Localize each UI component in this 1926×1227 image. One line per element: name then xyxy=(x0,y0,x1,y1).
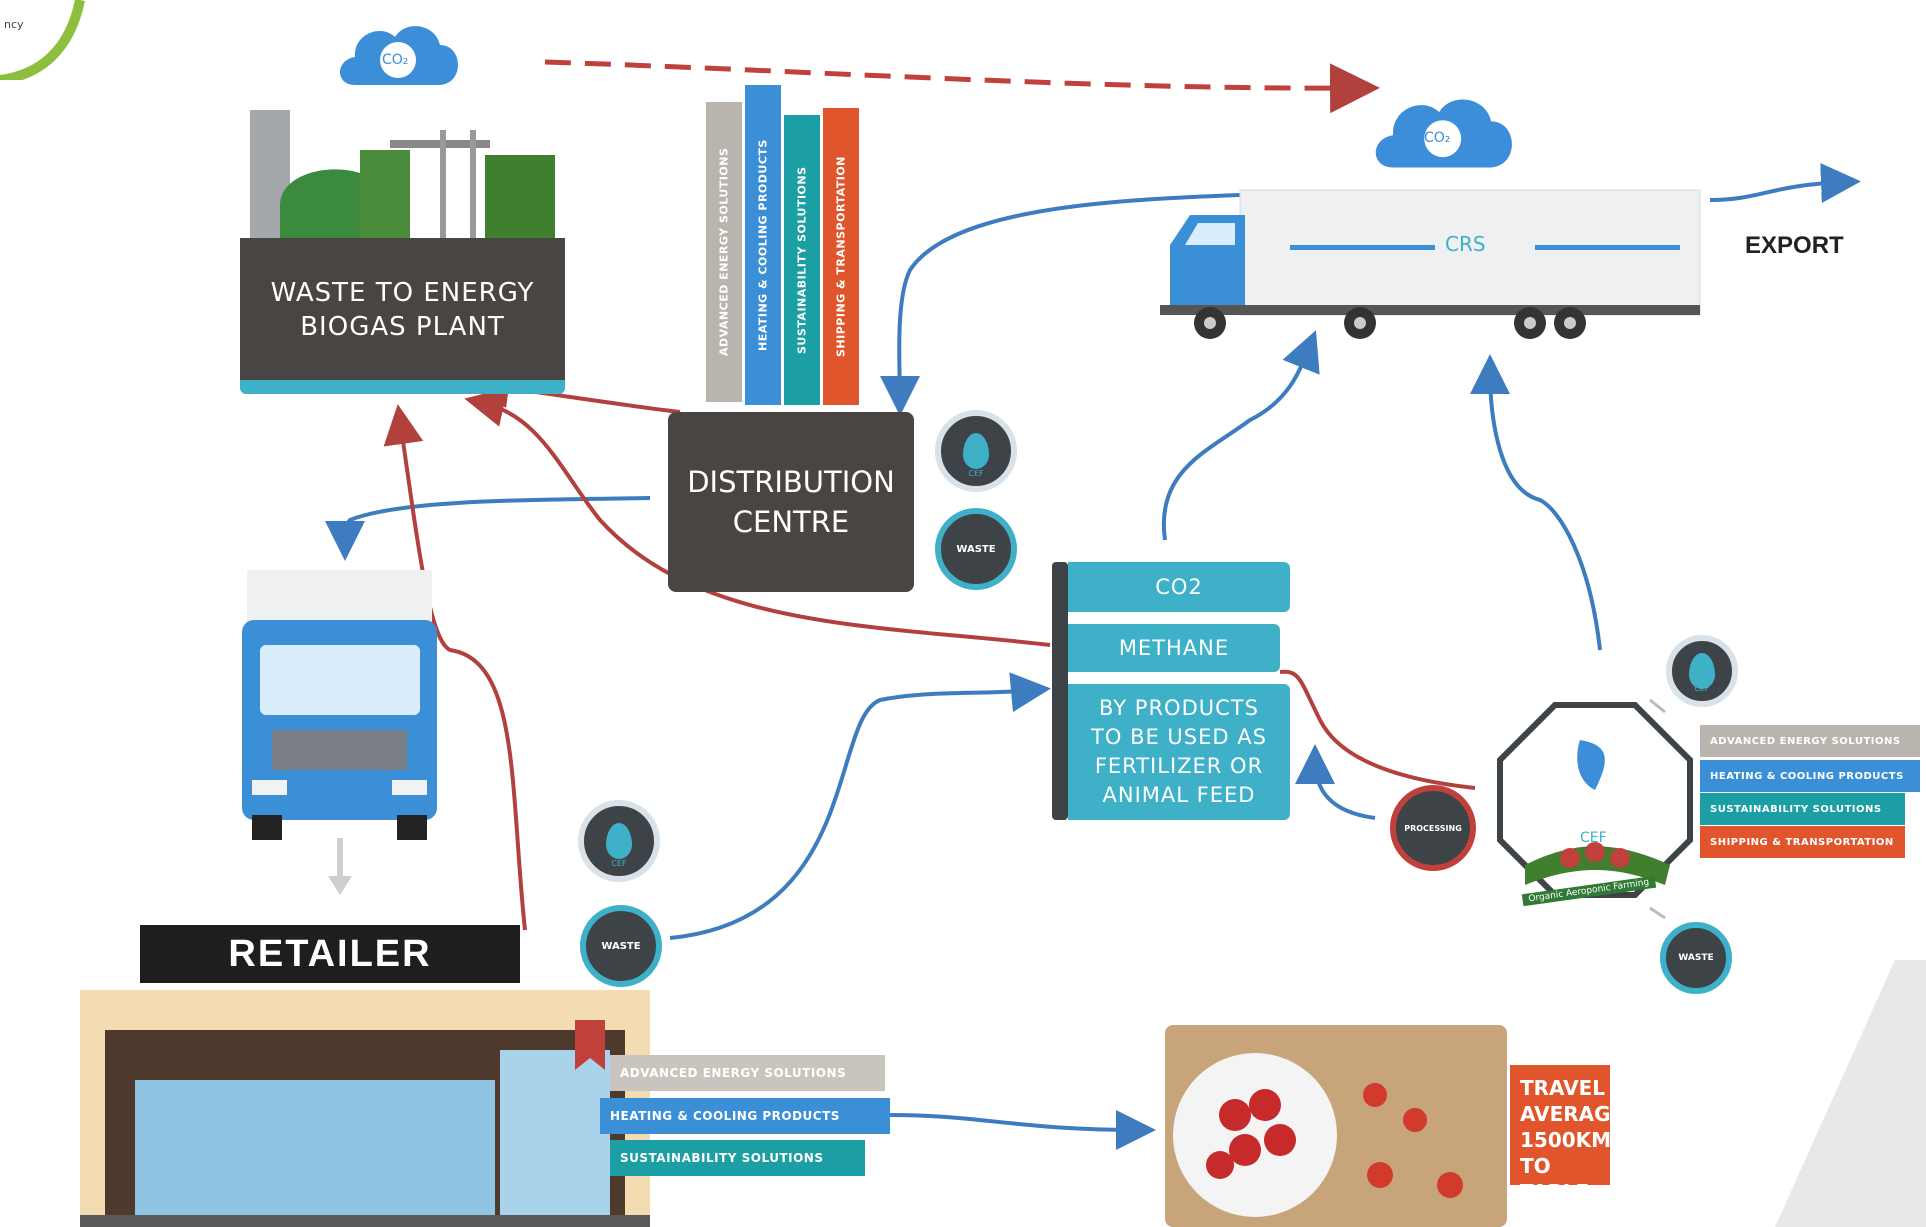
column-label: SHIPPING & TRANSPORTATION xyxy=(834,156,848,357)
arrow-farm-to-methane xyxy=(1279,669,1476,790)
travel-label: TRAVEL AVERAGE 1500KM TO TABLE xyxy=(1510,1065,1625,1204)
waste-label: WASTE xyxy=(956,543,996,555)
cef-badge: CEF xyxy=(578,800,660,882)
biogas-plant-illustration xyxy=(240,110,565,245)
arrow-waste-to-panel xyxy=(669,672,1051,940)
panel-bar xyxy=(1052,562,1068,820)
strawberries-photo xyxy=(1165,1025,1507,1227)
column-heating-cooling: HEATING & COOLING PRODUCTS xyxy=(745,85,781,405)
ribbon-label: SHIPPING & TRANSPORTATION xyxy=(1710,836,1894,848)
ribbon-label: ADVANCED ENERGY SOLUTIONS xyxy=(620,1066,847,1080)
cef-badge: CEF xyxy=(1666,635,1738,707)
distribution-line2: CENTRE xyxy=(732,505,850,539)
retailer-sign: RETAILER xyxy=(140,925,520,983)
ribbon-label: ADVANCED ENERGY SOLUTIONS xyxy=(1710,735,1901,747)
retailer-store-illustration xyxy=(80,990,650,1227)
waste-label: WASTE xyxy=(1678,953,1714,963)
arrow-distribution-to-truck xyxy=(325,496,651,561)
biogas-plant-label: WASTE TO ENERGY BIOGAS PLANT xyxy=(240,240,565,380)
farm-ribbon-heating: HEATING & COOLING PRODUCTS xyxy=(1700,760,1920,792)
cef-drop-icon xyxy=(1689,653,1715,689)
distribution-centre: DISTRIBUTION CENTRE xyxy=(668,412,914,592)
travel-line4: TO TABLE xyxy=(1520,1154,1590,1204)
arrow-truck-to-distribution xyxy=(879,193,1241,416)
cef-label: CEF xyxy=(611,859,627,868)
biogas-plant-base xyxy=(240,380,565,394)
aeroponic-farm-badge xyxy=(1497,702,1693,898)
retailer-ribbon-heating: HEATING & COOLING PRODUCTS xyxy=(600,1098,890,1134)
retailer-ribbon-fold xyxy=(575,1020,605,1070)
ribbon-label: HEATING & COOLING PRODUCTS xyxy=(1710,770,1904,782)
farm-cef-label: CEF xyxy=(1580,830,1607,846)
biogas-plant-line2: BIOGAS PLANT xyxy=(300,312,505,342)
co2-cloud-icon xyxy=(340,26,459,85)
co2-cloud-label: CO₂ xyxy=(1424,130,1451,146)
row-label: TO BE USED AS xyxy=(1091,725,1267,749)
ribbon-label: SUSTAINABILITY SOLUTIONS xyxy=(620,1151,824,1165)
arrow-export xyxy=(1709,162,1861,203)
co2-cloud-icon xyxy=(1375,99,1512,168)
column-sustainability: SUSTAINABILITY SOLUTIONS xyxy=(784,115,820,405)
ribbon-label: SUSTAINABILITY SOLUTIONS xyxy=(1710,803,1882,815)
cef-label: CEF xyxy=(968,469,984,478)
export-label: EXPORT xyxy=(1745,232,1844,259)
row-label: CO2 xyxy=(1155,575,1203,599)
column-shipping: SHIPPING & TRANSPORTATION xyxy=(823,108,859,405)
arrow-panel-to-truck xyxy=(1161,330,1320,541)
cef-drop-icon xyxy=(606,823,632,859)
waste-label: WASTE xyxy=(601,940,641,952)
waste-badge: WASTE xyxy=(580,905,662,987)
column-label: ADVANCED ENERGY SOLUTIONS xyxy=(717,147,731,357)
row-label: ANIMAL FEED xyxy=(1102,783,1256,807)
arrow-heating-to-produce xyxy=(889,1109,1156,1150)
row-label: BY PRODUCTS xyxy=(1099,696,1259,720)
retail-truck-illustration xyxy=(242,570,437,840)
partner-logo-text: ncy xyxy=(4,18,24,31)
processing-label: PROCESSING xyxy=(1404,823,1462,833)
retailer-ribbon-advanced: ADVANCED ENERGY SOLUTIONS xyxy=(610,1055,885,1091)
byproducts-panel: CO2 METHANE BY PRODUCTS TO BE USED AS FE… xyxy=(1052,562,1292,822)
column-advanced-energy: ADVANCED ENERGY SOLUTIONS xyxy=(706,102,742,402)
cef-drop-icon xyxy=(963,433,989,469)
arrow-processing-to-panel xyxy=(1295,744,1376,820)
panel-row-methane: METHANE xyxy=(1068,624,1280,672)
arrow-retailer-to-plant xyxy=(383,404,527,931)
waste-badge: WASTE xyxy=(1660,922,1732,994)
biogas-plant-line1: WASTE TO ENERGY xyxy=(270,278,535,308)
waste-badge: WASTE xyxy=(935,508,1017,590)
processing-badge: PROCESSING xyxy=(1390,785,1476,871)
cef-badge: CEF xyxy=(935,410,1017,492)
travel-line1: TRAVEL xyxy=(1520,1076,1606,1100)
farm-ribbon-shipping: SHIPPING & TRANSPORTATION xyxy=(1700,826,1905,858)
cef-label: CEF xyxy=(1694,684,1710,693)
distribution-line1: DISTRIBUTION xyxy=(687,465,895,499)
ribbon-label: HEATING & COOLING PRODUCTS xyxy=(610,1109,840,1123)
co2-cloud-label: CO₂ xyxy=(382,52,409,68)
arrow-panel-to-plant xyxy=(464,387,1051,647)
travel-line3: 1500KM xyxy=(1520,1128,1612,1152)
partner-logo xyxy=(0,0,85,80)
arrow-farm-to-truck xyxy=(1470,354,1602,651)
row-label: FERTILIZER OR xyxy=(1094,754,1264,778)
panel-row-co2: CO2 xyxy=(1068,562,1290,612)
farm-ribbon-sustainability: SUSTAINABILITY SOLUTIONS xyxy=(1700,793,1905,825)
dashed-co2-arrow xyxy=(544,59,1380,114)
panel-row-byproducts: BY PRODUCTS TO BE USED AS FERTILIZER OR … xyxy=(1068,684,1290,820)
retailer-ribbon-sustainability: SUSTAINABILITY SOLUTIONS xyxy=(610,1140,865,1176)
export-truck-illustration xyxy=(1160,189,1701,339)
truck-brand: CRS xyxy=(1445,232,1486,256)
row-label: METHANE xyxy=(1118,636,1230,660)
column-label: HEATING & COOLING PRODUCTS xyxy=(756,139,770,351)
column-label: SUSTAINABILITY SOLUTIONS xyxy=(795,166,809,354)
farm-ribbon-advanced: ADVANCED ENERGY SOLUTIONS xyxy=(1700,725,1920,757)
decorative-corner-shape xyxy=(1775,960,1926,1227)
travel-line2: AVERAGE xyxy=(1520,1102,1625,1126)
